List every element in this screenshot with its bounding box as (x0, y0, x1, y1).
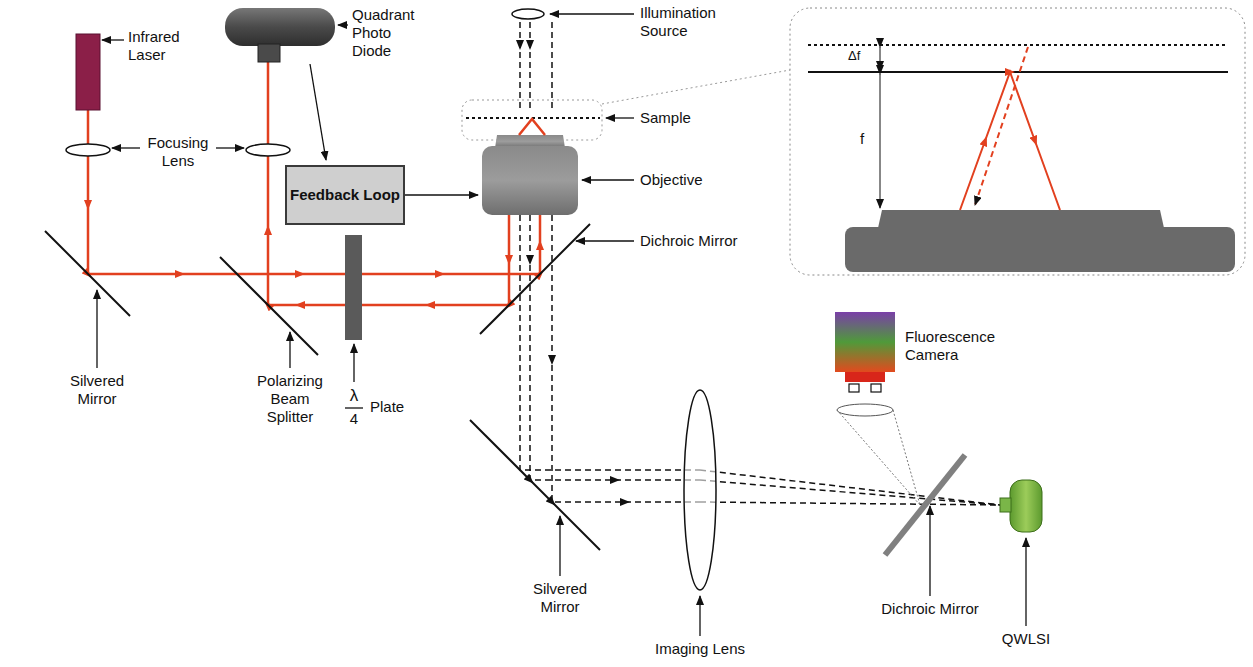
part-label-text: Dichroic Mirror (640, 232, 738, 249)
part-label: QWLSI (986, 630, 1066, 648)
part-label: Sample (640, 109, 760, 127)
part-label-text: Illumination Source (640, 4, 716, 39)
part-label-text: Silvered Mirror (70, 372, 124, 407)
part-label-text: QWLSI (1002, 630, 1050, 647)
process-box: Feedback Loop (285, 165, 405, 225)
part-label-text: λ (350, 386, 359, 405)
part-label: Illumination Source (640, 4, 740, 40)
part-label: Fluorescence Camera (905, 328, 1009, 364)
part-label-text: f (860, 130, 864, 147)
part-label-text: Polarizing Beam Splitter (257, 372, 323, 425)
part-label-text: Dichroic Mirror (881, 600, 979, 617)
part-label-text: Fluorescence Camera (905, 328, 995, 363)
part-label-text: Imaging Lens (655, 640, 745, 657)
part-label: Polarizing Beam Splitter (245, 372, 335, 426)
part-label: Quadrant Photo Diode (352, 6, 424, 60)
part-label: Plate (370, 398, 430, 416)
part-label: Dichroic Mirror (640, 232, 780, 250)
part-label: f (860, 130, 874, 148)
part-label: Silvered Mirror (520, 580, 600, 616)
part-label: Infrared Laser (128, 28, 198, 64)
part-label: 4 (343, 410, 365, 428)
part-label-text: Objective (640, 171, 703, 188)
part-label: Dichroic Mirror (860, 600, 1000, 618)
part-label-text: Focusing Lens (148, 134, 209, 169)
part-label-text: Silvered Mirror (533, 580, 587, 615)
box-label: Feedback Loop (290, 186, 400, 204)
part-label-text: 4 (350, 410, 358, 427)
part-label-text: Quadrant Photo Diode (352, 6, 415, 59)
part-label: λ (343, 386, 365, 406)
part-label: Δf (848, 48, 878, 64)
part-label: Imaging Lens (630, 640, 770, 658)
part-label-text: Δf (848, 48, 860, 63)
part-label-text: Plate (370, 398, 404, 415)
part-label: Objective (640, 171, 760, 189)
part-label: Silvered Mirror (57, 372, 137, 408)
part-label: Focusing Lens (142, 134, 214, 170)
part-label-text: Sample (640, 109, 691, 126)
part-label-text: Infrared Laser (128, 28, 180, 63)
